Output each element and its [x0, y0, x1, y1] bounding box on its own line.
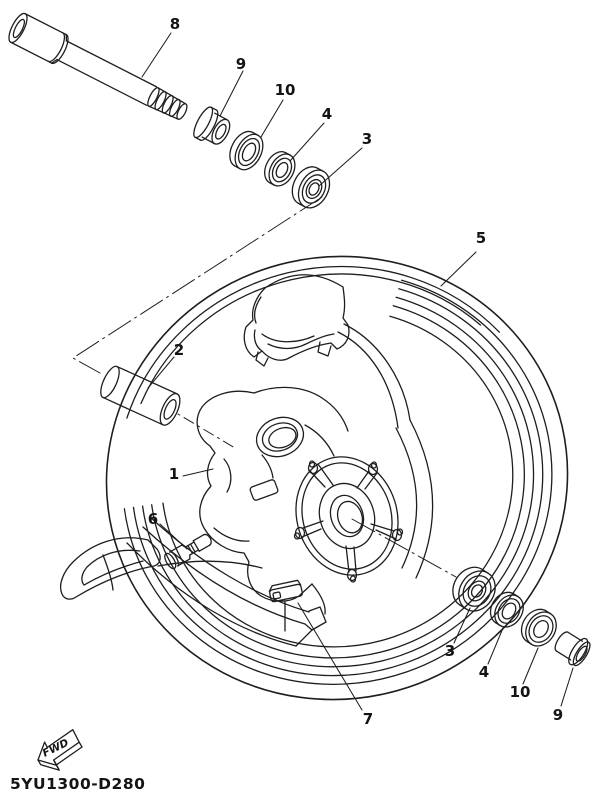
callout-leader-3 — [453, 607, 471, 644]
rim-front-band — [59, 516, 327, 647]
callout-label-4: 4 — [322, 105, 332, 123]
callout-leader-4 — [487, 627, 504, 665]
callout-label-6: 6 — [148, 510, 158, 528]
callout-label-10: 10 — [510, 683, 531, 701]
callout-label-1: 1 — [169, 465, 179, 483]
callout-label-4: 4 — [479, 663, 489, 681]
callout-label-8: 8 — [170, 15, 180, 33]
callout-label-9: 9 — [236, 55, 246, 73]
callout-leader-3 — [318, 147, 363, 187]
wheel-hub — [196, 386, 404, 615]
callout-leader-4 — [289, 122, 325, 162]
callout-leader-10 — [522, 647, 539, 685]
callout-leader-6 — [159, 523, 188, 550]
seal-ring-bottom — [489, 591, 524, 628]
bearing-bottom — [452, 566, 496, 612]
collar-bottom — [554, 631, 591, 667]
wheel-rim — [105, 255, 569, 701]
rim-cross-section-cutaway — [243, 274, 350, 367]
callout-leader-9 — [560, 667, 574, 707]
diagram-code: 5YU1300-D280 — [10, 775, 145, 793]
callout-label-3: 3 — [362, 130, 372, 148]
callout-leader-2 — [147, 356, 175, 389]
hub-bolt-lugs — [293, 460, 404, 583]
hub-spokes — [301, 463, 397, 573]
oil-seal-bottom — [520, 608, 557, 647]
fwd-arrow: FWD — [37, 729, 83, 771]
callout-label-10: 10 — [275, 81, 296, 99]
callout-leader-7 — [297, 602, 363, 711]
callout-label-5: 5 — [476, 229, 486, 247]
callout-label-2: 2 — [174, 341, 184, 359]
bearing-top — [291, 166, 331, 209]
callout-leader-10 — [260, 99, 284, 138]
collar-top — [193, 106, 231, 145]
callout-leader-9 — [219, 70, 244, 117]
balance-weight — [268, 579, 303, 632]
callout-leader-8 — [141, 32, 172, 78]
spacer-collar — [100, 365, 181, 426]
assembly-center-lines — [72, 196, 457, 578]
callout-leader-1 — [182, 468, 214, 477]
oil-seal-top — [229, 130, 264, 171]
callout-label-3: 3 — [445, 642, 455, 660]
fwd-label: FWD — [41, 737, 71, 760]
callout-leader-5 — [440, 251, 477, 287]
axle — [8, 12, 188, 120]
callout-label-9: 9 — [553, 706, 563, 724]
seal-ring-top — [264, 151, 296, 187]
callout-label-7: 7 — [363, 710, 373, 728]
callout-layer: 8 9 10 4 3 5 2 1 6 7 3 4 10 9 — [141, 15, 574, 728]
